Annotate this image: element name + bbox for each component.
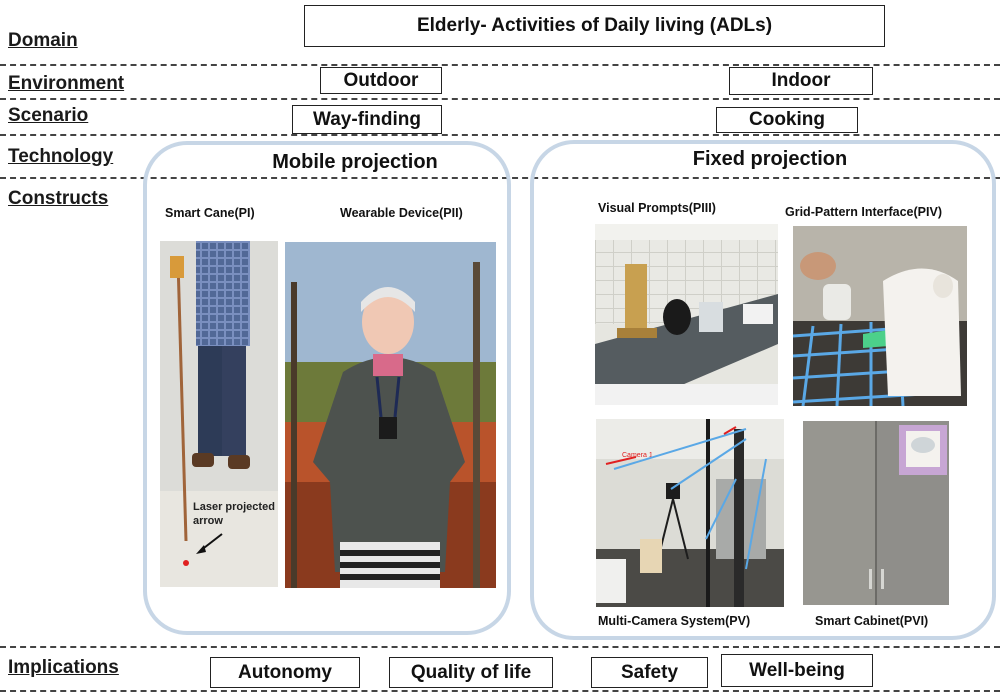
smart-cane-caption: Smart Cane(PI) [165, 206, 255, 220]
scenario-wayfinding-box: Way-finding [292, 105, 442, 134]
smart-cabinet-caption: Smart Cabinet(PVI) [815, 614, 929, 628]
technology-label: Technology [8, 146, 114, 167]
multi-camera-caption: Multi-Camera System(PV) [598, 614, 751, 628]
mobile-projection-frame [143, 141, 511, 635]
wearable-device-photo [285, 242, 496, 588]
domain-box: Elderly- Activities of Daily living (ADL… [304, 5, 885, 47]
smart-cane-photo: Laser projected arrow [160, 241, 278, 587]
camera-label: Camera 1 [622, 452, 653, 459]
implications-label: Implications [8, 657, 119, 678]
separator-line [0, 98, 1000, 100]
implication-quality-of-life-box: Quality of life [389, 657, 553, 688]
fixed-projection-title: Fixed projection [692, 148, 848, 170]
environment-label: Environment [8, 73, 125, 94]
grid-pattern-caption: Grid-Pattern Interface(PIV) [785, 205, 942, 219]
implication-well-being-box: Well-being [721, 654, 873, 687]
separator-line [0, 64, 1000, 66]
scenario-label: Scenario [8, 105, 89, 126]
mobile-projection-title: Mobile projection [272, 151, 438, 173]
separator-line [0, 134, 1000, 136]
smart-cabinet-photo [803, 421, 949, 605]
separator-line [0, 646, 1000, 648]
environment-indoor-box: Indoor [729, 67, 873, 95]
laser-annotation-line1: Laser projected [193, 501, 275, 513]
implication-autonomy-box: Autonomy [210, 657, 360, 688]
scenario-cooking-box: Cooking [716, 107, 858, 133]
multi-camera-photo: Camera 1 [596, 419, 784, 607]
fixed-projection-frame [530, 140, 996, 640]
grid-pattern-photo [793, 226, 967, 406]
separator-line [0, 690, 1000, 692]
visual-prompts-photo [595, 224, 778, 405]
environment-outdoor-box: Outdoor [320, 67, 442, 94]
constructs-label: Constructs [8, 188, 109, 209]
visual-prompts-caption: Visual Prompts(PIII) [598, 201, 716, 215]
wearable-device-caption: Wearable Device(PII) [340, 206, 463, 220]
laser-annotation-line2: arrow [193, 515, 223, 527]
domain-label: Domain [8, 30, 78, 51]
implication-safety-box: Safety [591, 657, 708, 688]
